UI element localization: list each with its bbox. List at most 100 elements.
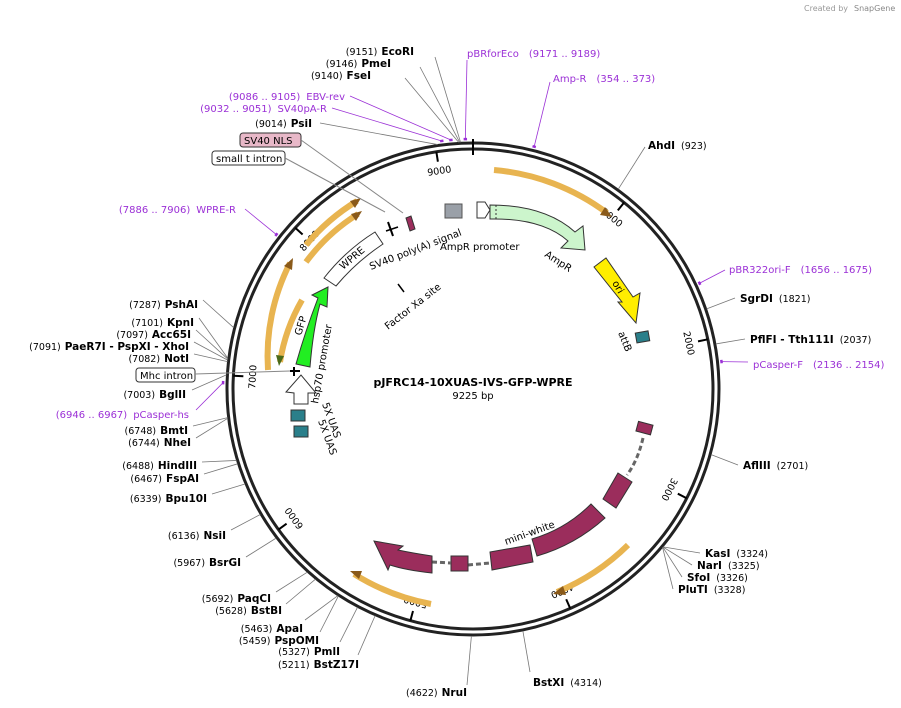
enzyme-leader <box>211 483 246 495</box>
enzyme-position: (6136) <box>168 531 200 542</box>
primer-name: pBR322ori-F <box>729 265 791 276</box>
enzyme-leader <box>195 329 229 360</box>
enzyme-position: (7097) <box>116 330 148 341</box>
primer-leader <box>464 59 468 140</box>
enzyme-leader <box>706 297 736 310</box>
primer-sites: pBRforEco(9171 .. 9189)Amp-R(354 .. 373)… <box>56 49 885 421</box>
enzyme-name: Acc65I <box>152 329 191 341</box>
enzyme-name: SfoI <box>687 572 710 584</box>
ampr-label: AmpR <box>542 249 573 275</box>
orf-arrow-wpre2-head <box>351 211 362 221</box>
enzyme-leader <box>319 595 339 633</box>
white-exon-2 <box>602 472 633 509</box>
enzyme-name: NarI <box>697 560 722 572</box>
enzyme-leader <box>434 56 461 143</box>
orf-arrow-white <box>555 542 631 595</box>
white-exon-6-arrow <box>373 540 433 574</box>
enzyme-position: (4622) <box>406 688 438 699</box>
enzyme-name: BstZ17I <box>314 659 359 671</box>
enzyme-leader <box>304 595 339 621</box>
sv40-intron-marker-2 <box>385 226 399 232</box>
tick-mark <box>435 151 439 162</box>
enzyme-leader <box>203 463 238 475</box>
enzyme-position: (923) <box>681 141 707 152</box>
primer-name: Amp-R <box>553 74 587 85</box>
primer-name: pCasper-hs <box>133 410 189 421</box>
enzyme-name: NsiI <box>203 530 226 542</box>
enzyme-position: (2037) <box>840 335 872 346</box>
attb-feature <box>634 330 651 344</box>
grey-feature-box <box>444 203 463 219</box>
enzyme-position: (5463) <box>241 624 273 635</box>
primer-name: SV40pA-R <box>278 104 327 115</box>
primer-leader <box>349 95 452 141</box>
primer-range: (9086 .. 9105) <box>229 92 301 103</box>
orf-arrow-gfp-outer-head <box>284 258 293 270</box>
enzyme-position: (3325) <box>728 561 760 572</box>
tick-mark <box>697 338 709 343</box>
primer-name: EBV-rev <box>306 92 345 103</box>
enzyme-name: PshAI <box>165 299 198 311</box>
enzyme-name: PmeI <box>361 58 391 70</box>
primer-mark <box>532 144 537 149</box>
tick-label: 7000 <box>247 364 259 389</box>
enzyme-name: PluTI <box>678 584 708 596</box>
enzyme-name: BmtI <box>160 425 188 437</box>
enzyme-position: (3328) <box>714 585 746 596</box>
enzyme-leader <box>466 635 472 686</box>
enzyme-position: (9140) <box>311 71 343 82</box>
factor-xa-label: Factor Xa site <box>383 282 443 333</box>
tick-mark <box>233 374 244 378</box>
enzyme-position: (7287) <box>129 300 161 311</box>
primer-name: WPRE-R <box>196 205 236 216</box>
tick-label: 9000 <box>427 164 453 179</box>
primer-leader <box>195 382 224 411</box>
enzyme-position: (7003) <box>123 390 155 401</box>
enzyme-name: BglII <box>159 389 186 401</box>
enzyme-position: (6467) <box>130 474 162 485</box>
enzyme-position: (9151) <box>346 47 378 58</box>
mhc-intron-box <box>135 367 196 383</box>
enzyme-position: (6748) <box>125 426 157 437</box>
enzyme-position: (3326) <box>716 573 748 584</box>
enzyme-position: (3324) <box>736 549 768 560</box>
enzyme-leader <box>230 514 261 531</box>
enzyme-name: PaeR7I - PspXI - XhoI <box>65 341 189 353</box>
enzyme-name: KpnI <box>167 317 194 329</box>
enzyme-name: BsrGI <box>209 557 241 569</box>
tick-mark <box>617 201 625 211</box>
enzyme-position: (5628) <box>215 606 247 617</box>
enzyme-leader <box>245 537 277 558</box>
enzyme-name: NruI <box>442 687 467 699</box>
enzyme-name: KasI <box>705 548 730 560</box>
enzyme-position: (5459) <box>239 636 271 647</box>
tick-mark <box>677 492 688 500</box>
enzyme-leader <box>193 341 228 361</box>
enzyme-leader <box>617 146 646 190</box>
orf-arrow-ampr-head <box>600 207 612 217</box>
primer-range: (7886 .. 7906) <box>119 205 191 216</box>
enzyme-name: BstXI <box>533 677 564 689</box>
enzyme-position: (5692) <box>202 594 234 605</box>
enzyme-position: (4314) <box>570 678 602 689</box>
enzyme-position: (6339) <box>130 494 162 505</box>
enzyme-leader <box>662 546 701 554</box>
enzyme-name: Bpu10I <box>165 493 207 505</box>
enzyme-name: FspAI <box>166 473 199 485</box>
primer-range: (1656 .. 1675) <box>801 265 873 276</box>
primer-mark <box>274 232 279 237</box>
enzyme-leader <box>715 338 746 345</box>
enzyme-position: (2701) <box>777 461 809 472</box>
white-exon-4 <box>489 544 534 571</box>
orf-arrow-lower <box>352 571 432 607</box>
gfp-label: GFP <box>293 315 309 337</box>
enzyme-name: AflIII <box>743 460 771 472</box>
enzyme-name: PmlI <box>314 646 340 658</box>
tick-mark <box>294 227 304 236</box>
orf-arrows <box>264 167 631 607</box>
enzyme-leader <box>662 547 674 590</box>
mhc-intron-label: Mhc intron <box>140 371 193 382</box>
enzyme-leader <box>339 607 358 643</box>
tick-label: 6000 <box>283 505 306 531</box>
enzyme-name: HindIII <box>158 460 197 472</box>
